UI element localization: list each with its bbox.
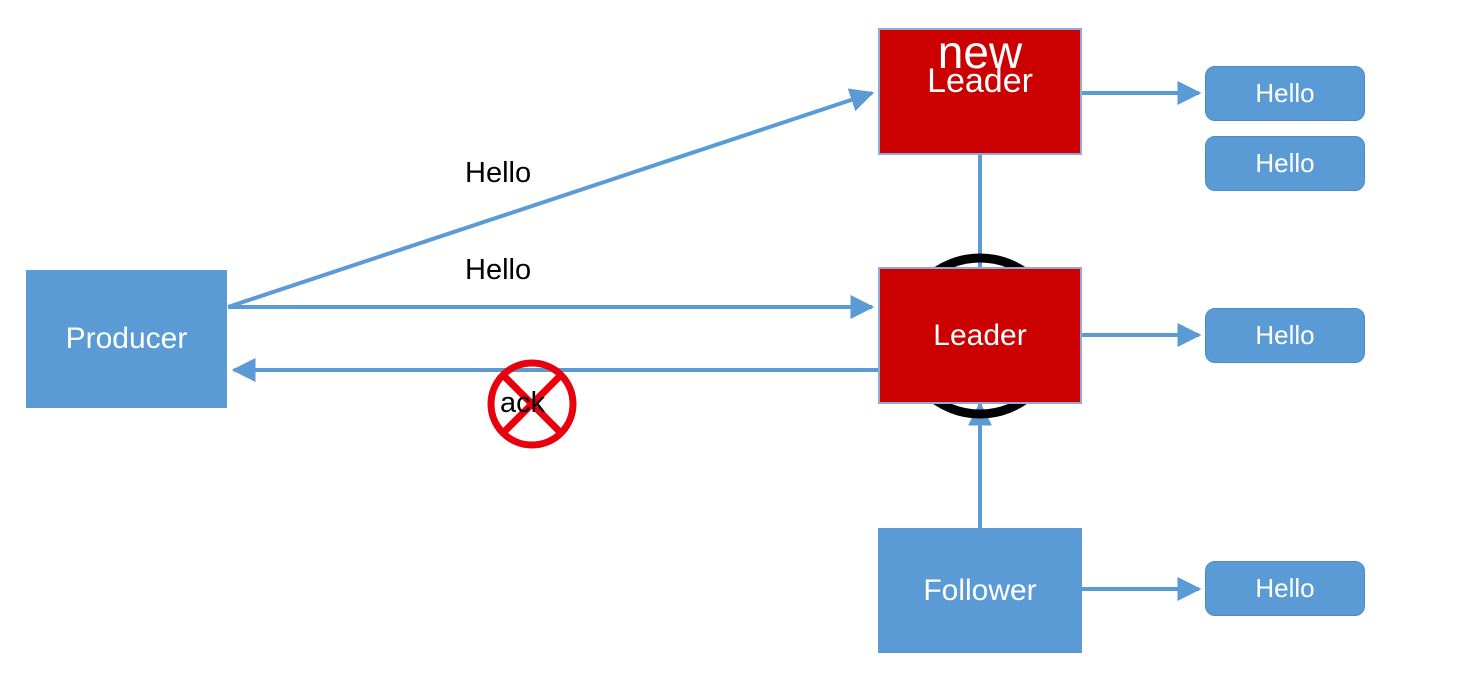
edge-label-ack: ack — [500, 387, 545, 420]
node-new-leader-label-new: new — [937, 26, 1023, 78]
message-box-dead-leader-1-label: Hello — [1255, 320, 1315, 350]
edge-label-producer-to-new-leader-text: Hello — [465, 157, 532, 189]
node-dead-leader-label: Leader — [933, 318, 1027, 352]
message-box-new-leader-2[interactable]: Hello — [1205, 136, 1365, 191]
message-box-new-leader-1-label: Hello — [1255, 78, 1315, 108]
node-dead-leader[interactable]: Leader — [878, 267, 1082, 404]
node-new-leader-label-leader: Leader — [927, 62, 1033, 100]
node-producer-label: Producer — [65, 322, 188, 356]
edge-label-producer-to-new-leader: Hello — [465, 157, 531, 190]
node-follower[interactable]: Follower — [878, 528, 1082, 653]
edge-label-producer-to-dead-leader-text: Hello — [465, 254, 532, 286]
message-box-new-leader-1[interactable]: Hello — [1205, 66, 1365, 121]
edge-label-producer-to-dead-leader: Hello — [465, 254, 531, 287]
arrow-producer-to-new-leader — [227, 88, 875, 309]
message-box-follower-1[interactable]: Hello — [1205, 561, 1365, 616]
node-producer[interactable]: Producer — [26, 270, 227, 408]
message-box-dead-leader-1[interactable]: Hello — [1205, 308, 1365, 363]
node-new-leader-label-group: new Leader — [880, 26, 1080, 153]
message-box-follower-1-label: Hello — [1255, 573, 1315, 603]
edge-label-ack-text: ack — [500, 387, 546, 419]
message-box-new-leader-2-label: Hello — [1255, 148, 1315, 178]
node-follower-label: Follower — [923, 573, 1037, 607]
node-new-leader[interactable]: new Leader — [878, 28, 1082, 155]
ack-blocked-icon — [487, 359, 577, 449]
